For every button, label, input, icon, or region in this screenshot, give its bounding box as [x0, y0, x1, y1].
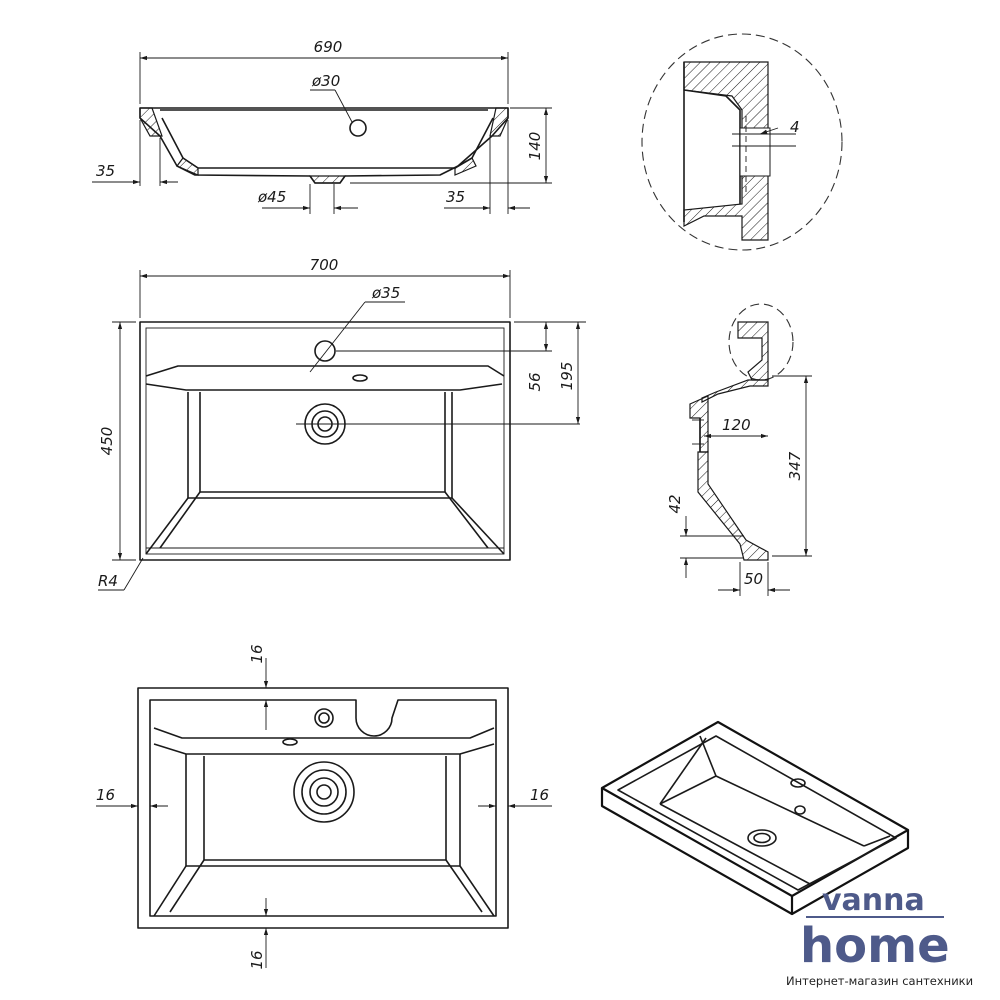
plan-view: 700 ø35 450 56 195 R4 — [98, 256, 586, 591]
dim-hole-35: ø35 — [371, 284, 400, 302]
logo-word-vanna: vanna — [822, 883, 925, 918]
dim-left-35: 35 — [96, 162, 115, 180]
side-section-view: 120 347 42 50 — [666, 303, 812, 596]
dim-height-140: 140 — [526, 132, 544, 161]
dim-faucet-56: 56 — [526, 372, 544, 391]
dim-bottom-16: 16 — [248, 950, 266, 969]
dim-top-16: 16 — [248, 644, 266, 663]
dim-depth-120: 120 — [722, 416, 751, 434]
dim-hole-30: ø30 — [311, 72, 340, 90]
isometric-view — [600, 720, 910, 916]
detail-view: 4 — [641, 33, 843, 251]
logo-tagline: Интернет-магазин сантехники — [786, 974, 973, 988]
bottom-plan-view: 16 16 16 16 — [96, 644, 552, 970]
dim-width-700: 700 — [310, 256, 339, 274]
dim-radius-r4: R4 — [98, 572, 118, 590]
dim-gap-4: 4 — [790, 118, 800, 136]
dim-drain-45: ø45 — [257, 188, 286, 206]
vanna-home-logo: vanna home Интернет-магазин сантехники — [786, 883, 973, 988]
dim-left-16: 16 — [96, 786, 115, 804]
dim-foot-50: 50 — [744, 570, 763, 588]
dim-width-690: 690 — [314, 38, 343, 56]
dim-height-347: 347 — [786, 451, 804, 480]
logo-word-home: home — [800, 918, 950, 974]
dim-rim-42: 42 — [666, 494, 684, 513]
dim-right-35: 35 — [446, 188, 465, 206]
dim-right-16: 16 — [530, 786, 549, 804]
dim-height-450: 450 — [98, 427, 116, 456]
front-section-view: 690 ø30 140 35 ø45 35 — [92, 38, 552, 214]
dim-drain-195: 195 — [558, 362, 576, 391]
